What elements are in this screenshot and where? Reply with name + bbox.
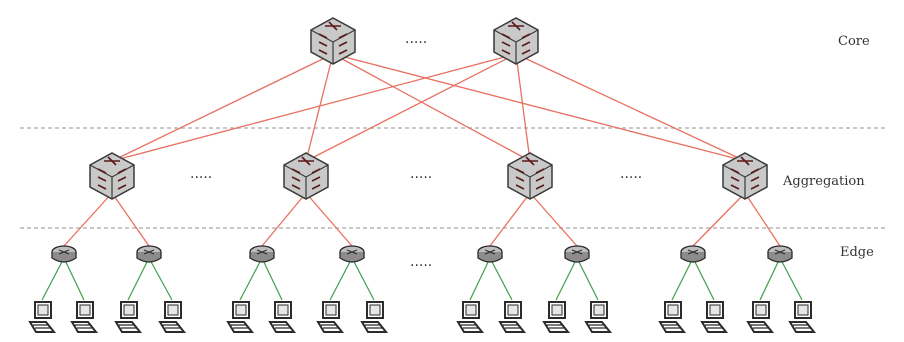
- aggregation-ellipsis-3: ·····: [620, 170, 642, 186]
- core-layer-label: Core: [838, 34, 870, 49]
- aggregation-edge-links: [63, 192, 781, 247]
- host-computer-icon: [499, 301, 525, 333]
- aggregation-link: [744, 192, 781, 247]
- core-link: [515, 53, 746, 162]
- host-computer-icon: [789, 301, 815, 333]
- aggregation-router-icon: [507, 152, 553, 200]
- host-link: [469, 257, 491, 301]
- edge-switch-icon: [477, 245, 503, 263]
- edge-switch-icon: [564, 245, 590, 263]
- host-computer-icon: [317, 301, 343, 333]
- host-computer-icon: [159, 301, 185, 333]
- host-computer-icon: [457, 301, 483, 333]
- host-link: [489, 257, 513, 301]
- core-router-icon: [493, 17, 539, 65]
- aggregation-router-icon: [89, 152, 135, 200]
- host-link: [261, 257, 283, 301]
- host-link: [239, 257, 263, 301]
- aggregation-ellipsis-1: ·····: [190, 170, 212, 186]
- core-link: [305, 53, 334, 162]
- host-computer-icon: [659, 301, 685, 333]
- edge-switch-icon: [339, 245, 365, 263]
- host-link: [759, 257, 781, 301]
- host-computer-icon: [361, 301, 387, 333]
- host-link: [329, 257, 353, 301]
- host-link: [351, 257, 375, 301]
- aggregation-link: [529, 192, 578, 247]
- core-link: [332, 53, 531, 162]
- aggregation-link: [261, 192, 307, 247]
- edge-switch-icon: [136, 245, 162, 263]
- host-computer-icon: [543, 301, 569, 333]
- core-router-icon: [310, 17, 356, 65]
- host-link: [41, 257, 65, 301]
- aggregation-link: [111, 192, 150, 247]
- host-computer-icon: [701, 301, 727, 333]
- aggregation-ellipsis-2: ·····: [410, 170, 432, 186]
- host-computer-icon: [71, 301, 97, 333]
- edge-switch-icon: [249, 245, 275, 263]
- edge-host-links: [41, 257, 803, 301]
- edge-switch-icon: [767, 245, 793, 263]
- host-link: [692, 257, 715, 301]
- core-link: [332, 53, 746, 162]
- core-ellipsis: ·····: [405, 35, 427, 51]
- host-link: [576, 257, 599, 301]
- edge-switch-icon: [680, 245, 706, 263]
- aggregation-router-icon: [283, 152, 329, 200]
- edge-layer-label: Edge: [840, 245, 874, 260]
- edge-ellipsis: ·····: [410, 258, 432, 274]
- aggregation-link: [692, 192, 746, 247]
- core-link: [515, 53, 531, 162]
- host-link: [779, 257, 803, 301]
- edge-switch-icon: [51, 245, 77, 263]
- aggregation-link: [63, 192, 113, 247]
- host-link: [63, 257, 85, 301]
- core-link: [111, 53, 517, 162]
- host-link: [127, 257, 150, 301]
- host-computer-icon: [269, 301, 295, 333]
- host-link: [671, 257, 694, 301]
- host-computer-icon: [227, 301, 253, 333]
- aggregation-link: [489, 192, 531, 247]
- aggregation-layer-label: Aggregation: [783, 174, 865, 189]
- aggregation-link: [305, 192, 353, 247]
- host-computer-icon: [747, 301, 773, 333]
- host-link: [148, 257, 173, 301]
- host-computer-icon: [29, 301, 55, 333]
- core-link: [111, 53, 334, 162]
- core-aggregation-links: [111, 53, 746, 162]
- aggregation-router-icon: [722, 152, 768, 200]
- host-computer-icon: [585, 301, 611, 333]
- host-link: [555, 257, 578, 301]
- core-link: [305, 53, 517, 162]
- host-computer-icon: [115, 301, 141, 333]
